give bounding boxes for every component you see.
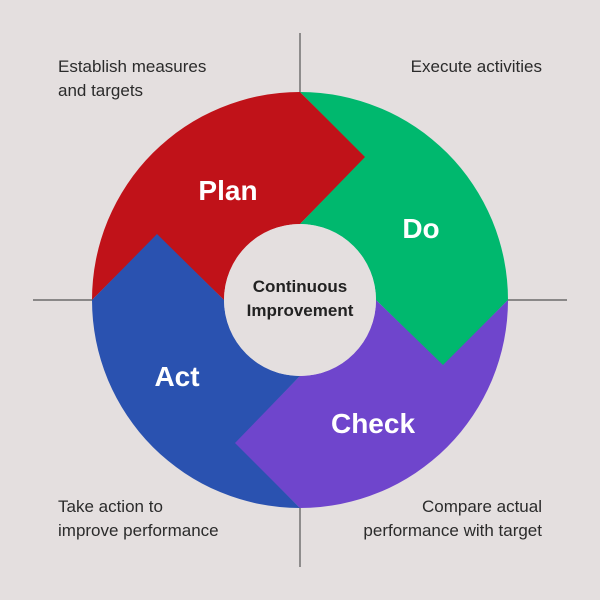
act-description-line1: Take action to <box>58 497 163 516</box>
center-circle <box>224 224 376 376</box>
center-title-line1: Continuous <box>252 277 348 296</box>
act-description-line2: improve performance <box>58 521 219 540</box>
do-description-line1: Execute activities <box>410 57 542 76</box>
plan-label: Plan <box>198 175 258 206</box>
plan-description: Establish measures and targets <box>58 55 206 103</box>
do-segment <box>300 92 508 366</box>
center-title-line2: Improvement <box>246 301 354 320</box>
check-description: Compare actual performance with target <box>363 495 542 543</box>
check-description-line1: Compare actual <box>421 497 542 516</box>
plan-description-line2: and targets <box>58 81 144 100</box>
check-description-line2: performance with target <box>363 521 542 540</box>
act-segment <box>92 234 300 508</box>
act-description: Take action to improve performance <box>58 495 219 543</box>
check-label: Check <box>330 408 416 439</box>
center-title: Continuous Improvement <box>225 275 375 323</box>
do-description: Execute activities <box>411 55 542 79</box>
plan-segment <box>92 92 366 300</box>
act-label: Act <box>154 361 200 392</box>
check-segment <box>234 300 508 508</box>
do-label: Do <box>402 213 440 244</box>
plan-description-line1: Establish measures <box>58 57 207 76</box>
